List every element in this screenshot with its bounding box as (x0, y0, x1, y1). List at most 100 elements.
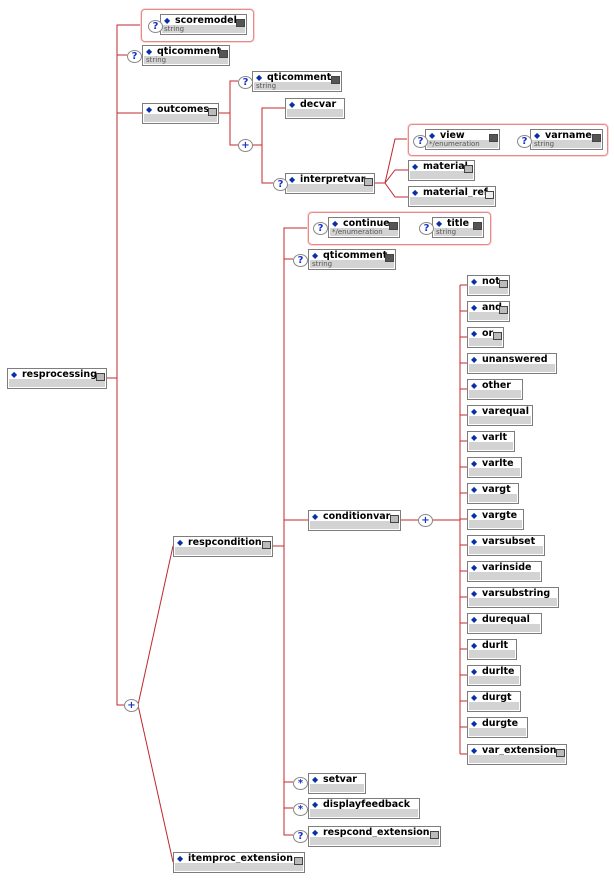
element-diamond-icon: ◆ (471, 511, 478, 520)
expand-icon[interactable] (390, 515, 399, 523)
connector (384, 182, 408, 198)
element-other[interactable]: ◆other (467, 379, 523, 400)
element-setvar[interactable]: ◆setvar (308, 773, 366, 794)
element-diamond-icon: ◆ (256, 73, 263, 82)
element-label: varlte (482, 458, 514, 469)
zero-or-more-icon: * (293, 777, 308, 790)
expand-icon[interactable] (364, 178, 373, 186)
element-material-ref[interactable]: ◆material_ref (408, 186, 496, 207)
expand-icon[interactable] (208, 108, 217, 116)
element-varinside[interactable]: ◆varinside (467, 561, 542, 582)
element-varsubstring[interactable]: ◆varsubstring (467, 587, 559, 608)
element-vargt[interactable]: ◆vargt (467, 483, 519, 504)
element-decvar[interactable]: ◆decvar (285, 98, 345, 119)
element-label: vargt (482, 484, 511, 495)
expand-icon[interactable] (262, 541, 271, 549)
connector (229, 113, 238, 146)
element-type (310, 837, 439, 845)
element-outcomes[interactable]: ◆outcomes (142, 103, 219, 124)
element-or[interactable]: ◆or (467, 327, 504, 348)
element-diamond-icon: ◆ (471, 537, 478, 546)
element-durequal[interactable]: ◆durequal (467, 613, 542, 634)
element-varequal[interactable]: ◆varequal (467, 405, 533, 426)
element-label: varsubstring (482, 588, 551, 599)
element-label: setvar (323, 774, 357, 785)
connector (261, 145, 273, 184)
expand-icon[interactable] (556, 749, 565, 757)
element-material[interactable]: ◆material (408, 160, 475, 181)
element-itemproc-extension[interactable]: ◆itemproc_extension (173, 852, 305, 873)
expand-icon[interactable] (493, 332, 502, 340)
element-diamond-icon: ◆ (146, 105, 153, 114)
connector (252, 107, 285, 146)
element-var-extension[interactable]: ◆var_extension (467, 744, 567, 765)
element-label: title (447, 218, 470, 229)
element-label: view (440, 130, 465, 141)
expand-icon[interactable] (499, 306, 508, 314)
element-type: */enumeration (330, 228, 398, 236)
element-diamond-icon: ◆ (412, 188, 419, 197)
connector (137, 704, 174, 863)
element-durlte[interactable]: ◆durlte (467, 665, 521, 686)
element-not[interactable]: ◆not (467, 275, 510, 296)
element-label: var_extension (482, 745, 557, 756)
sequence-compositor-icon[interactable]: + (124, 699, 139, 712)
text-content-icon[interactable] (592, 134, 601, 142)
element-diamond-icon: ◆ (177, 538, 184, 547)
element-interpretvar[interactable]: ◆interpretvar (285, 173, 375, 194)
element-varlte[interactable]: ◆varlte (467, 457, 522, 478)
text-content-icon[interactable] (473, 222, 482, 230)
element-diamond-icon: ◆ (312, 512, 319, 521)
text-content-icon[interactable] (219, 50, 228, 58)
element-continue[interactable]: ◆continue*/enumeration (328, 217, 400, 238)
expand-icon[interactable] (430, 831, 439, 839)
element-vargte[interactable]: ◆vargte (467, 509, 524, 530)
expand-icon[interactable] (294, 857, 303, 865)
element-displayfeedback[interactable]: ◆displayfeedback (308, 798, 420, 819)
element-durlt[interactable]: ◆durlt (467, 639, 517, 660)
text-content-icon[interactable] (389, 222, 398, 230)
element-and[interactable]: ◆and (467, 301, 510, 322)
text-content-icon[interactable] (489, 134, 498, 142)
element-durgte[interactable]: ◆durgte (467, 717, 528, 738)
text-content-icon[interactable] (331, 76, 340, 84)
element-diamond-icon: ◆ (471, 641, 478, 650)
expand-icon[interactable] (499, 280, 508, 288)
element-unanswered[interactable]: ◆unanswered (467, 353, 557, 374)
element-label: varsubset (482, 536, 536, 547)
element-label: itemproc_extension (188, 853, 294, 864)
sequence-compositor-icon[interactable]: + (418, 514, 433, 527)
element-type (469, 442, 513, 450)
element-label: durgt (482, 692, 512, 703)
element-durgt[interactable]: ◆durgt (467, 691, 521, 712)
element-label: qticomment (323, 250, 388, 261)
element-type (469, 624, 540, 632)
expand-icon[interactable] (485, 191, 494, 199)
element-resprocessing[interactable]: ◆resprocessing (7, 368, 107, 389)
expand-icon[interactable] (96, 373, 105, 381)
text-content-icon[interactable] (236, 19, 245, 27)
element-diamond-icon: ◆ (412, 162, 419, 171)
element-label: qticomment (157, 46, 222, 57)
element-varlt[interactable]: ◆varlt (467, 431, 515, 452)
expand-icon[interactable] (464, 165, 473, 173)
element-respcondition[interactable]: ◆respcondition (173, 536, 273, 557)
element-conditionvar[interactable]: ◆conditionvar (308, 510, 401, 531)
element-type (469, 286, 508, 294)
element-type (469, 650, 515, 658)
element-respcond-extension[interactable]: ◆respcond_extension (308, 826, 441, 847)
element-varsubset[interactable]: ◆ varsubset (467, 535, 545, 556)
element-diamond-icon: ◆ (289, 175, 296, 184)
element-diamond-icon: ◆ (312, 828, 319, 837)
element-view[interactable]: ◆view*/enumeration (425, 129, 500, 150)
element-label: varlt (482, 432, 508, 443)
sequence-compositor-icon[interactable]: + (238, 139, 253, 152)
optional-icon: ? (293, 254, 308, 267)
text-content-icon[interactable] (385, 254, 394, 262)
